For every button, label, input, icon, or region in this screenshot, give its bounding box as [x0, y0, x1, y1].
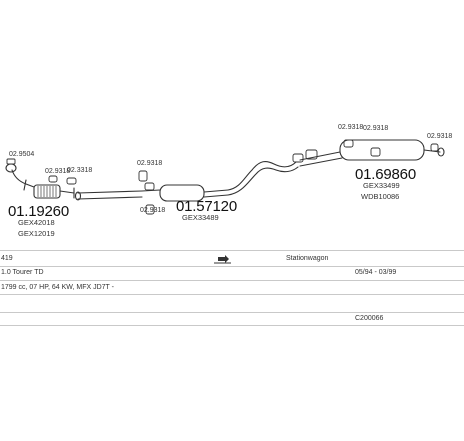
clamp-1 [6, 158, 16, 165]
engine-cell: 1799 cc, 07 HP, 64 KW, MFX JD7T - [1, 284, 114, 291]
fitting-label: 02.9318 [363, 125, 389, 132]
table-rule [0, 312, 464, 313]
fitting-label: 02.3318 [67, 167, 93, 174]
direction-arrow-icon [214, 255, 231, 264]
table-rule [0, 280, 464, 281]
fitting-label: 02.9318 [140, 207, 166, 214]
clamp-2 [48, 175, 58, 183]
middle-silencer [159, 184, 205, 202]
hanger-3 [145, 204, 155, 215]
hanger-5 [370, 147, 381, 157]
table-rule [0, 325, 464, 326]
body-type-cell: Stationwagon [286, 255, 329, 262]
reference-cell: C200066 [355, 315, 384, 322]
fitting-group [6, 139, 439, 215]
rear-ref-2: WDB10086 [361, 192, 400, 201]
dates-cell: 05/94 - 03/99 [355, 269, 397, 276]
hanger-4 [343, 139, 354, 148]
version-cell: 1.0 Tourer TD [1, 269, 44, 276]
middle-part-code: 01.57120 [176, 198, 237, 215]
clamp-5 [305, 149, 318, 160]
fitting-label: 02.9504 [9, 151, 35, 158]
fitting-label: 02.9318 [137, 160, 163, 167]
table-rule [0, 266, 464, 267]
table-rule [0, 294, 464, 295]
exhaust-diagram: 02.9504 02.9318 02.3318 02.9318 02.9318 … [5, 124, 453, 238]
clamp-3 [66, 177, 77, 185]
front-part-code: 01.19260 [8, 203, 69, 220]
middle-pipe-in [141, 189, 161, 192]
fitting-label: 02.9318 [45, 168, 71, 175]
table-rule [0, 250, 464, 251]
rear-ref-1: GEX33499 [363, 181, 400, 190]
rear-part-code: 01.69860 [355, 166, 416, 183]
fitting-label: 02.9318 [427, 133, 453, 140]
hanger-6 [430, 143, 439, 152]
exhaust-system-drawing [5, 139, 445, 215]
hanger-2 [144, 182, 155, 191]
front-ref-1: GEX42018 [18, 218, 55, 227]
front-downpipe [11, 169, 35, 188]
middle-ref-1: GEX33489 [182, 213, 219, 222]
clamp-4 [292, 153, 304, 163]
front-ref-2: GEX12019 [18, 229, 55, 238]
fitting-label: 02.9318 [338, 124, 364, 131]
rear-pipe [227, 160, 297, 191]
hanger-1 [138, 170, 148, 182]
front-flange [5, 163, 17, 173]
model-cell: 419 [1, 255, 13, 262]
